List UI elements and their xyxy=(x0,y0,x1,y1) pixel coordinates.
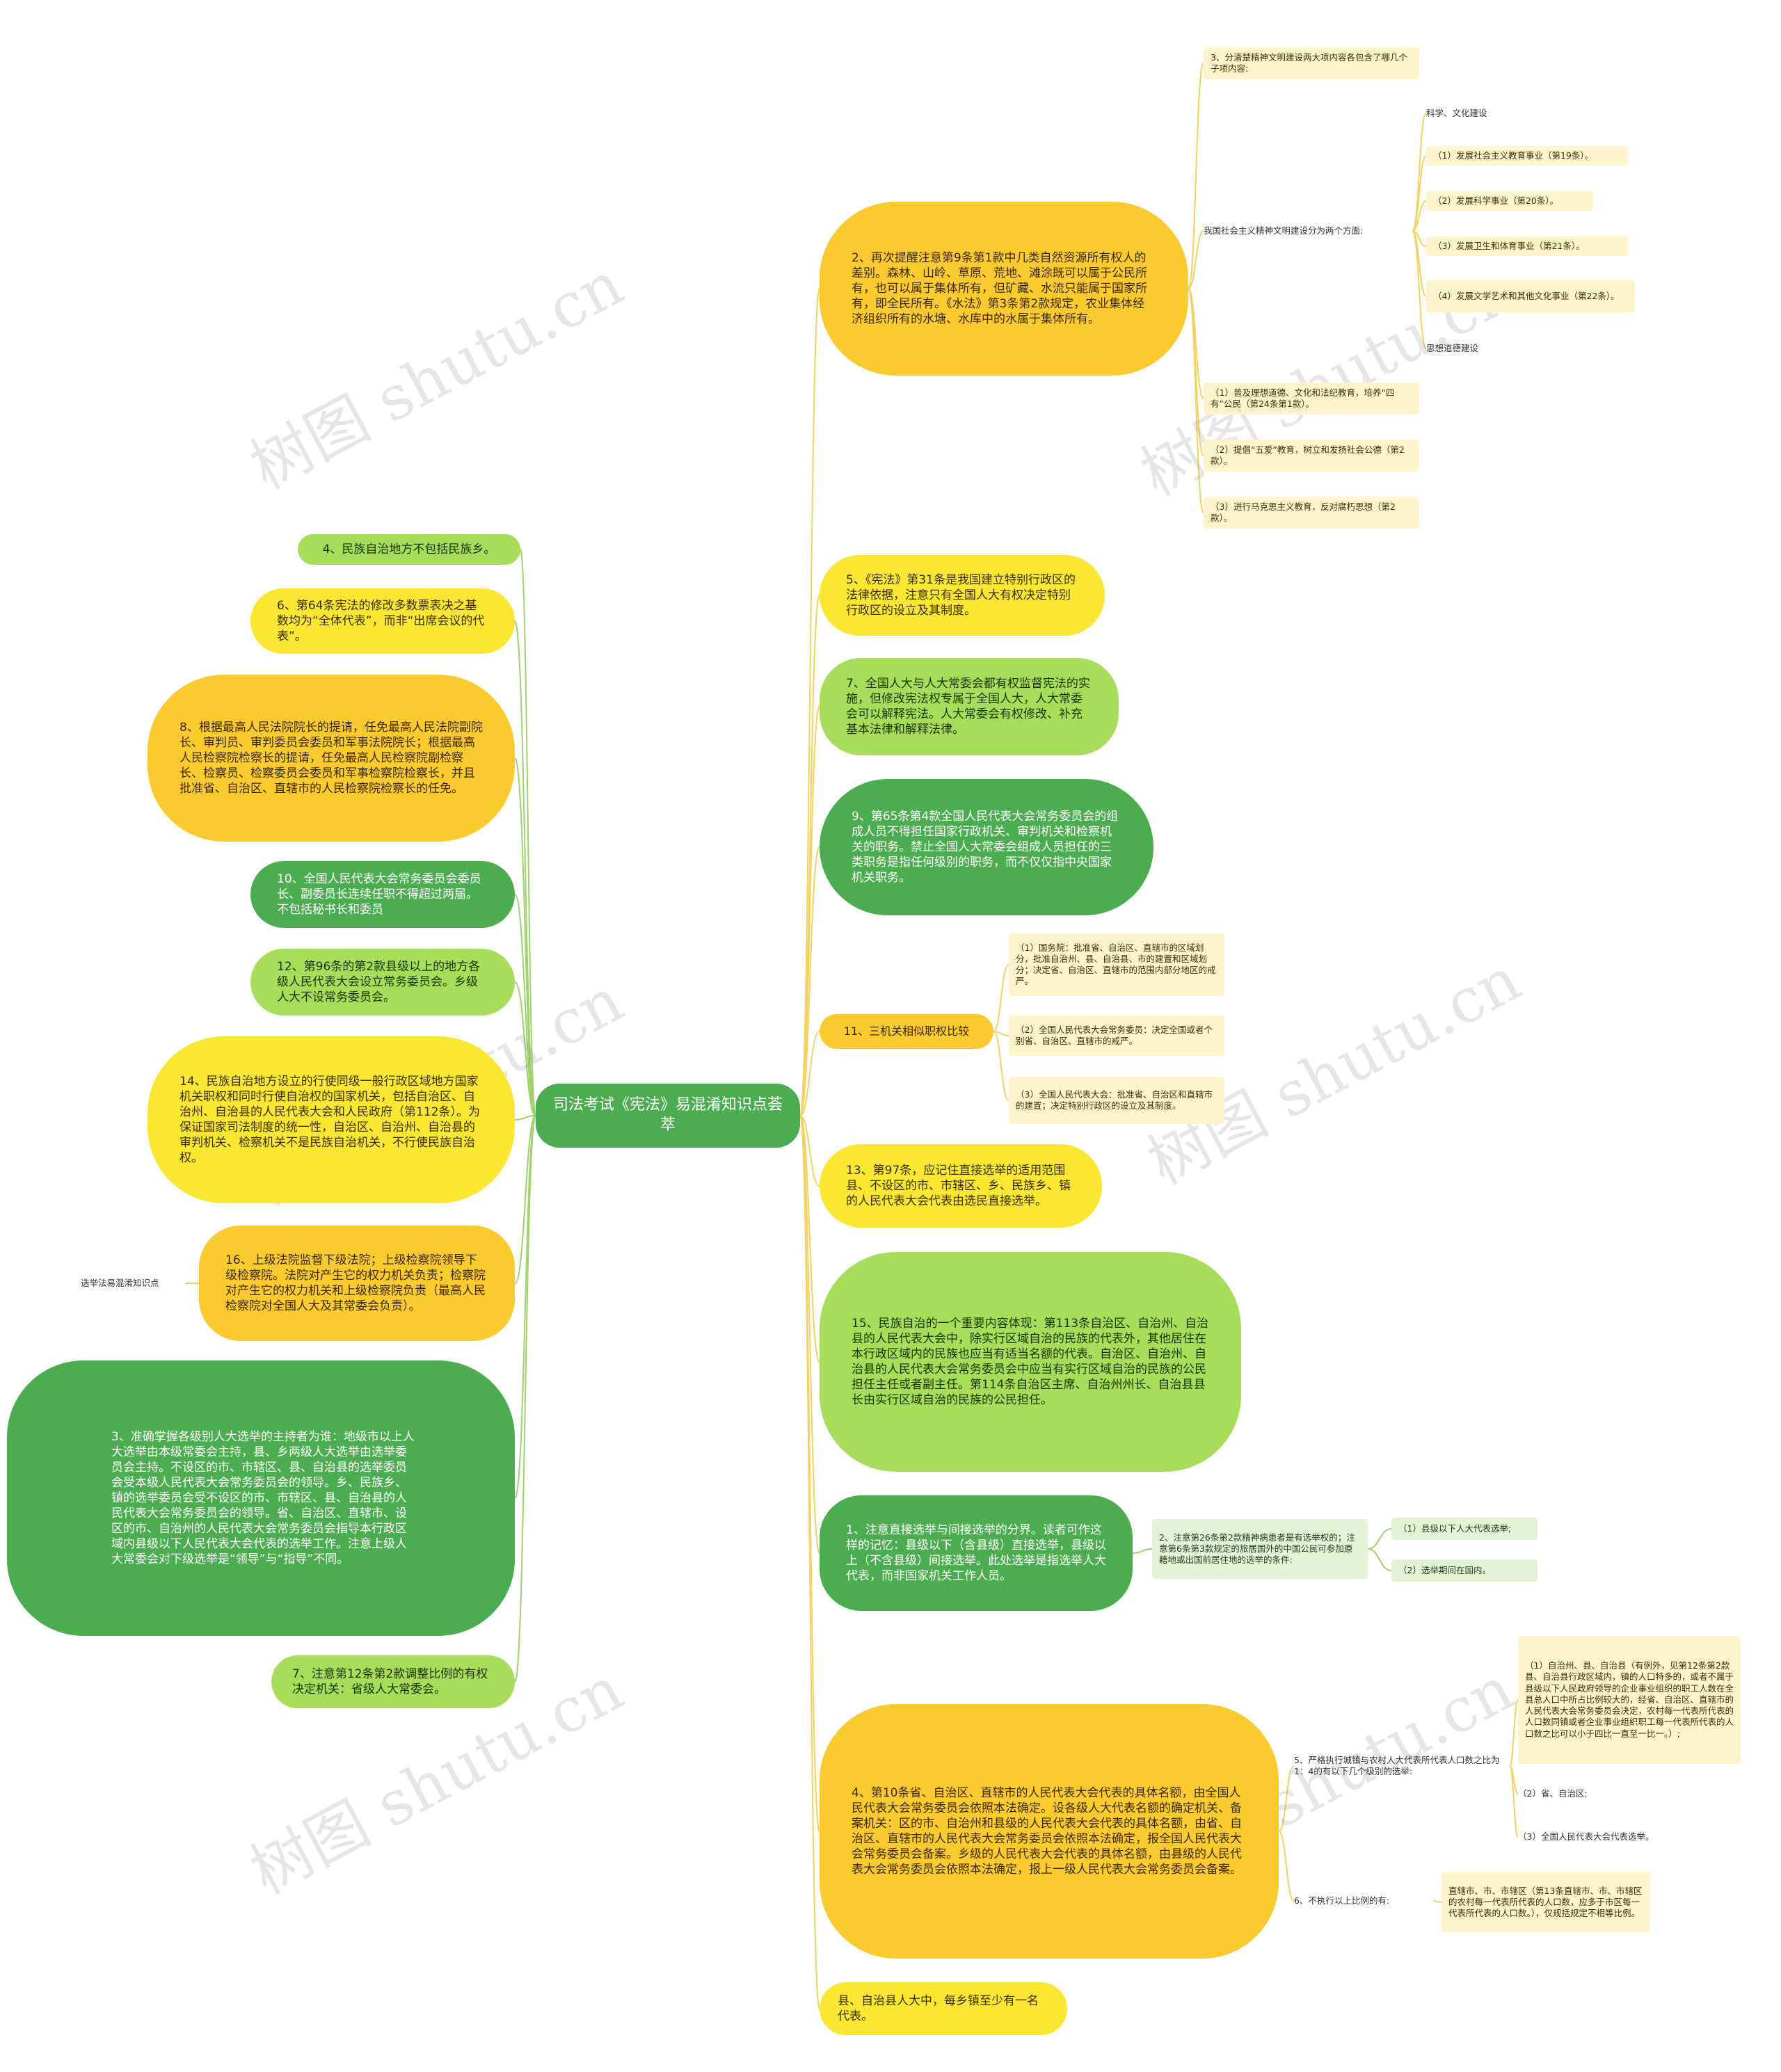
topic-4-ethnic-township[interactable]: 4、民族自治地方不包括民族乡。 xyxy=(298,534,520,565)
leaf-ratio-level[interactable]: （2）省、自治区; xyxy=(1518,1788,1588,1799)
connector-line xyxy=(514,1115,536,1683)
connector-line xyxy=(1367,1548,1392,1571)
topic-township-deputy[interactable]: 县、自治县人大中，每乡镇至少有一名代表。 xyxy=(820,1982,1067,2035)
leaf-no-ratio-detail[interactable]: 直辖市、市、市辖区（第13条直辖市、市、市辖区的农村每一代表所代表的人口数，应多… xyxy=(1441,1872,1650,1932)
connector-line xyxy=(1188,288,1204,513)
topic-12-standing-committee[interactable]: 12、第96条的第2款县级以上的地方各级人民代表大会设立常务委员会。乡级人大不设… xyxy=(250,949,515,1015)
connector-line xyxy=(520,549,536,1116)
connector-line xyxy=(993,1031,1009,1036)
topic-s4-deputy-quota[interactable]: 4、第10条省、自治区、直辖市的人民代表大会代表的具体名额，由全国人民代表大会常… xyxy=(820,1704,1279,1959)
leaf-voting-rights-conditions[interactable]: 2、注意第26条第2款精神病患者是有选举权的；注意第6条第3款规定的旅居国外的中… xyxy=(1152,1519,1368,1579)
connector-line xyxy=(514,1115,536,1499)
connector-line xyxy=(1132,1548,1153,1554)
topic-7-constitution-supervision[interactable]: 7、全国人大与人大常委会都有权监督宪法的实施，但修改宪法权专属于全国人大，人大常… xyxy=(820,658,1119,755)
leaf-thought-item[interactable]: （1）普及理想道德、文化和法纪教育，培养“四有”公民（第24条第1款）。 xyxy=(1204,383,1419,415)
leaf-ratio-level[interactable]: （3）全国人民代表大会代表选举。 xyxy=(1518,1831,1654,1842)
connector-line xyxy=(1278,1765,1295,1832)
connector-line xyxy=(993,964,1009,1032)
connector-line xyxy=(1188,288,1204,456)
connector-line xyxy=(1188,63,1204,289)
connector-line xyxy=(799,846,820,1116)
topic-9-npcsc-members[interactable]: 9、第65条第4款全国人民代表大会常务委员会的组成人员不得担任国家行政机关、审判… xyxy=(820,779,1153,915)
connector-line xyxy=(1412,200,1427,232)
connector-line xyxy=(799,288,820,1116)
connector-line xyxy=(1509,1699,1519,1767)
leaf-urban-rural-ratio[interactable]: 5、严格执行城镇与农村人大代表所代表人口数之比为1：4的有以下几个级别的选举: xyxy=(1294,1754,1500,1776)
topic-2-natural-resources[interactable]: 2、再次提醒注意第9条第1款中几类自然资源所有权人的差别。森林、山岭、草原、荒地… xyxy=(820,202,1188,376)
connector-line xyxy=(799,1115,820,2009)
topic-s1-direct-indirect[interactable]: 1、注意直接选举与间接选举的分界。读者可作这样的记忆：县级以下（含县级）直接选举… xyxy=(820,1495,1133,1611)
connector-line xyxy=(1188,230,1204,289)
connector-line xyxy=(1412,230,1427,349)
election-law-label[interactable]: 选举法易混淆知识点 xyxy=(81,1277,159,1288)
leaf-ratio-level[interactable]: （1）自治州、县、自治县（有例外，见第12条第2款县、自治县行政区域内，镇的人口… xyxy=(1518,1636,1741,1764)
connector-line xyxy=(799,1031,820,1116)
topic-8-appointments[interactable]: 8、根据最高人民法院院长的提请，任免最高人民法院副院长、审判员、审判委员会委员和… xyxy=(147,675,515,842)
topic-6-amendment-vote[interactable]: 6、第64条宪法的修改多数票表决之基数均为“全体代表”，而非“出席会议的代表”。 xyxy=(250,588,515,654)
topic-10-term-limit[interactable]: 10、全国人民代表大会常务委员会委员长、副委员长连续任职不得超过两届。不包括秘书… xyxy=(250,861,515,928)
topic-13-direct-election[interactable]: 13、第97条，应记住直接选举的适用范围县、不设区的市、市辖区、乡、民族乡、镇的… xyxy=(820,1144,1102,1228)
connector-line xyxy=(799,706,820,1116)
connector-line xyxy=(799,1115,820,1363)
topic-16-court-supervision[interactable]: 16、上级法院监督下级法院；上级检察院领导下级检察院。法院对产生它的权力机关负责… xyxy=(199,1226,515,1341)
connector-line xyxy=(1412,155,1427,232)
leaf-condition[interactable]: （2）选举期间在国内。 xyxy=(1391,1559,1538,1582)
leaf-culture-item[interactable]: （2）发展科学事业（第20条）。 xyxy=(1426,191,1593,211)
leaf-culture-item[interactable]: （1）发展社会主义教育事业（第19条）。 xyxy=(1426,146,1628,166)
leaf-thought-morality[interactable]: 思想道德建设 xyxy=(1426,342,1479,353)
topic-5-special-region[interactable]: 5、《宪法》第31条是我国建立特别行政区的法律依据，注意只有全国人大有权决定特别… xyxy=(820,555,1105,636)
connector-line xyxy=(514,1115,536,1284)
leaf-no-ratio[interactable]: 6、不执行以上比例的有: xyxy=(1294,1895,1390,1906)
connector-line xyxy=(1278,1831,1295,1902)
connector-line xyxy=(514,894,536,1116)
connector-line xyxy=(799,1115,820,1187)
topic-s3-election-host[interactable]: 3、准确掌握各级别人大选举的主持者为谁：地级市以上人大选举由本级常委会主持，县、… xyxy=(7,1360,515,1636)
topic-s7-ratio-authority[interactable]: 7、注意第12条第2款调整比例的有权决定机关：省级人大常委会。 xyxy=(271,1655,515,1708)
topic-14-autonomous-organs[interactable]: 14、民族自治地方设立的行使同级一般行政区域地方国家机关职权和同时行使自治权的国… xyxy=(147,1036,515,1203)
leaf-science-culture[interactable]: 科学、文化建设 xyxy=(1426,107,1487,118)
connector-line xyxy=(514,981,536,1116)
connector-line xyxy=(514,1115,536,1121)
leaf-condition[interactable]: （1）县级以下人大代表选举; xyxy=(1391,1518,1538,1540)
topic-11-powers-comparison[interactable]: 11、三机关相似职权比较 xyxy=(820,1014,993,1049)
leaf-thought-item[interactable]: （3）进行马克思主义教育，反对腐朽思想（第2款）。 xyxy=(1204,497,1419,529)
connector-line xyxy=(1509,1765,1519,1838)
leaf-npc-powers[interactable]: （3）全国人民代表大会：批准省、自治区和直辖市的建置；决定特别行政区的设立及其制… xyxy=(1009,1077,1224,1124)
connector-line xyxy=(514,757,536,1116)
connector-line xyxy=(799,1115,820,1554)
root-topic[interactable]: 司法考试《宪法》易混淆知识点荟萃 xyxy=(536,1084,800,1148)
leaf-thought-item[interactable]: （2）提倡“五爱”教育，树立和发扬社会公德（第2款）。 xyxy=(1204,440,1419,472)
connector-line xyxy=(1432,1900,1442,1903)
leaf-culture-item[interactable]: （3）发展卫生和体育事业（第21条）。 xyxy=(1426,236,1628,256)
topic-15-ethnic-autonomy[interactable]: 15、民族自治的一个重要内容体现：第113条自治区、自治州、自治县的人民代表大会… xyxy=(820,1252,1241,1472)
connector-line xyxy=(1367,1528,1392,1550)
leaf-state-council-powers[interactable]: （1）国务院：批准省、自治区、直辖市的区域划分，批准自治州、县、自治县、市的建置… xyxy=(1009,933,1224,996)
leaf-spiritual-civilization-question[interactable]: 3、分清楚精神文明建设两大项内容各包含了哪几个子项内容: xyxy=(1204,47,1419,79)
leaf-culture-item[interactable]: （4）发展文学艺术和其他文化事业（第22条）。 xyxy=(1426,280,1635,312)
leaf-npcsc-powers[interactable]: （2）全国人民代表大会常务委员：决定全国或者个别省、自治区、直辖市的戒严。 xyxy=(1009,1015,1224,1056)
leaf-two-aspects[interactable]: 我国社会主义精神文明建设分为两个方面: xyxy=(1204,225,1364,236)
connector-line xyxy=(993,1031,1009,1101)
